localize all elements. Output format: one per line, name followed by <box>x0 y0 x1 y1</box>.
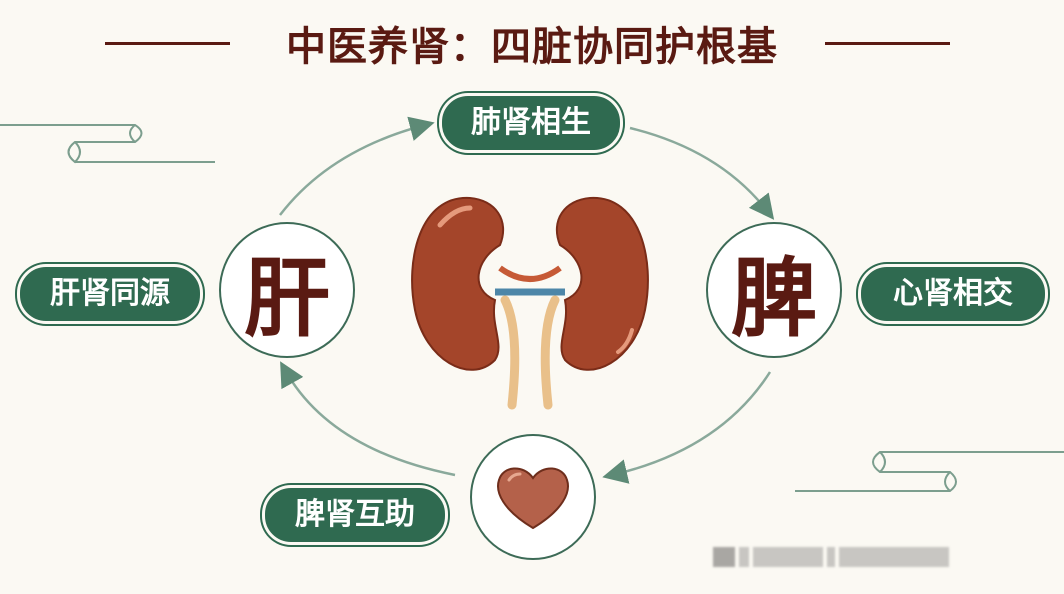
title-line-left <box>105 42 230 45</box>
label-spleen-kidney: 脾肾互助 <box>265 488 445 542</box>
watermark-blurred <box>713 540 963 574</box>
kidney-illustration <box>411 196 649 410</box>
heart-circle <box>470 434 596 560</box>
label-lung-kidney: 肺肾相生 <box>442 96 620 150</box>
arrow-lung-to-spleen <box>629 126 775 220</box>
arrow-spleen-to-heart <box>602 371 772 484</box>
title-line-right <box>825 42 950 45</box>
liver-character: 肝 <box>244 247 330 349</box>
page-title: 中医养肾：四脏协同护根基 <box>286 23 778 70</box>
liver-circle: 肝 <box>219 222 355 358</box>
label-heart-kidney: 心肾相交 <box>861 267 1045 321</box>
arrow-liver-to-lung <box>279 116 435 216</box>
spleen-circle: 脾 <box>706 222 842 358</box>
arrow-heart-to-liver <box>280 361 456 477</box>
scroll-decoration-right <box>795 451 1064 492</box>
label-liver-kidney: 肝肾同源 <box>20 267 200 321</box>
spleen-character: 脾 <box>731 247 817 349</box>
scroll-decoration-left <box>0 124 215 164</box>
heart-illustration <box>497 467 569 530</box>
